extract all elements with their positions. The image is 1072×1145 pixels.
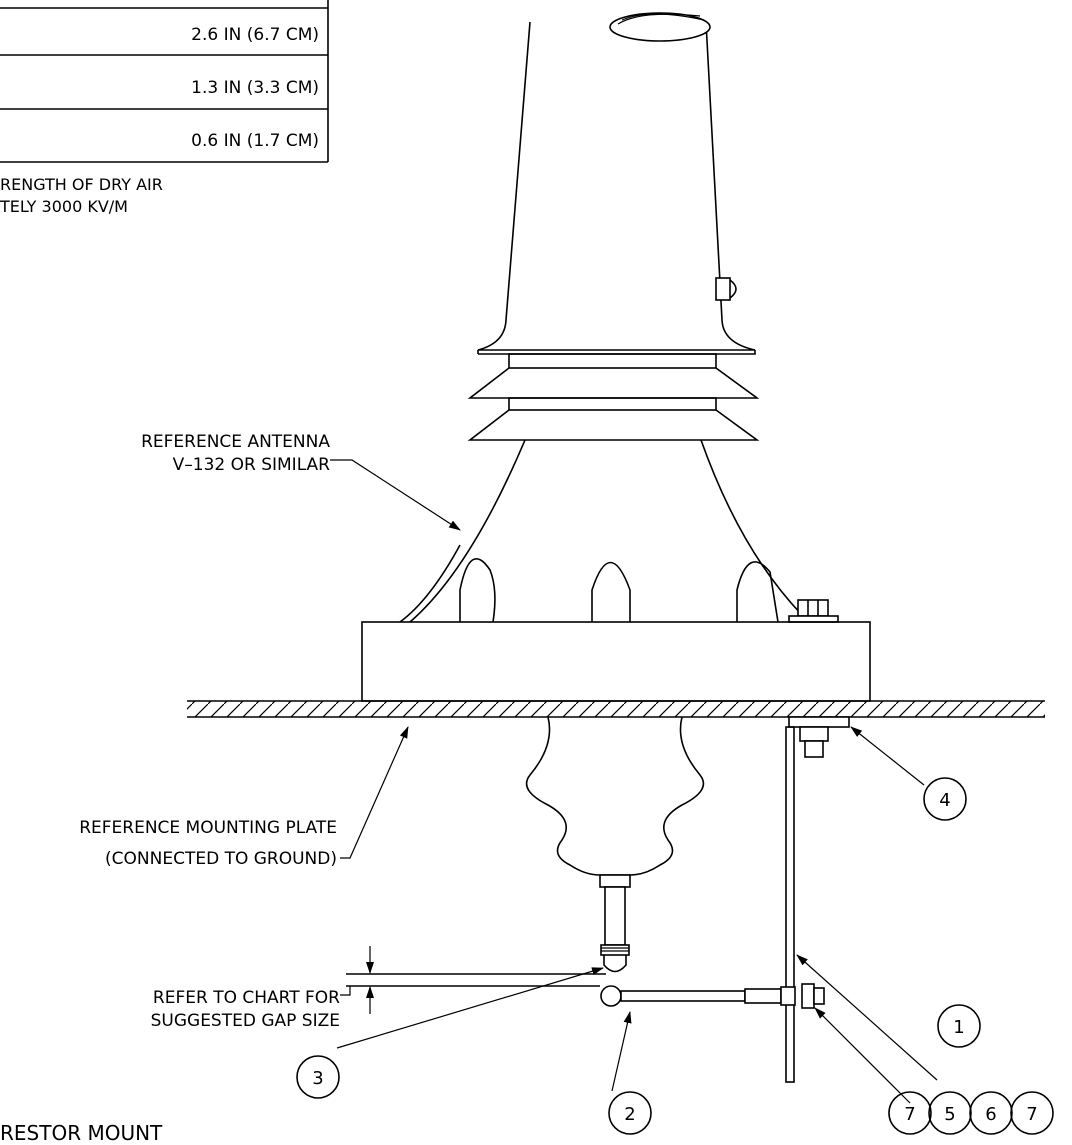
svg-text:4: 4	[939, 790, 950, 811]
svg-text:3: 3	[312, 1068, 323, 1089]
bottom-title: RESTOR MOUNT	[0, 1121, 163, 1145]
chart-cell-large-gap: 2.6 IN (6.7 CM)	[191, 25, 319, 45]
antenna-label-line1: REFERENCE ANTENNA	[141, 432, 330, 452]
svg-text:7: 7	[1026, 1104, 1037, 1125]
svg-text:2: 2	[624, 1104, 635, 1125]
svg-text:6: 6	[985, 1104, 996, 1125]
balloon-5: 5	[928, 1091, 972, 1135]
chart-note-line1: RENGTH OF DRY AIR	[0, 175, 163, 194]
chart-cell-medium-gap: 1.3 IN (3.3 CM)	[191, 78, 319, 98]
chart-note-line2: TELY 3000 KV/M	[0, 197, 128, 216]
balloon-7-right: 7	[1010, 1091, 1054, 1135]
svg-text:7: 7	[904, 1104, 915, 1125]
gap-size-chart: 2.6 IN (6.7 CM) 1.3 IN (3.3 CM) 0.6 IN (…	[0, 0, 329, 216]
reference-antenna	[361, 12, 871, 702]
callout-labels: REFERENCE ANTENNA V–132 OR SIMILAR REFER…	[0, 432, 340, 1145]
arrestor-insulator	[525, 716, 705, 973]
chart-cell-small-gap: 0.6 IN (1.7 CM)	[191, 131, 319, 151]
balloon-2: 2	[608, 1091, 652, 1135]
leader-lines	[330, 459, 938, 1104]
svg-text:5: 5	[944, 1104, 955, 1125]
gap-rod	[600, 983, 825, 1009]
mounting-plate	[187, 700, 1045, 718]
balloon-3: 3	[296, 1055, 340, 1099]
ground-strap	[785, 716, 850, 1083]
plate-label-line1: REFERENCE MOUNTING PLATE	[79, 818, 337, 838]
balloon-4: 4	[923, 777, 967, 821]
gap-label-line2: SUGGESTED GAP SIZE	[151, 1011, 340, 1031]
balloon-1: 1	[937, 1004, 981, 1048]
balloon-6: 6	[969, 1091, 1013, 1135]
gap-label-line1: REFER TO CHART FOR	[153, 988, 340, 1008]
item-balloons: 1 2 3 4 7 5 6 7	[296, 777, 1054, 1135]
svg-text:1: 1	[953, 1017, 964, 1038]
antenna-label-line2: V–132 OR SIMILAR	[173, 455, 331, 475]
gap-dimension	[346, 946, 606, 1014]
balloon-7-left: 7	[888, 1091, 932, 1135]
plate-label-line2: (CONNECTED TO GROUND)	[105, 849, 337, 869]
